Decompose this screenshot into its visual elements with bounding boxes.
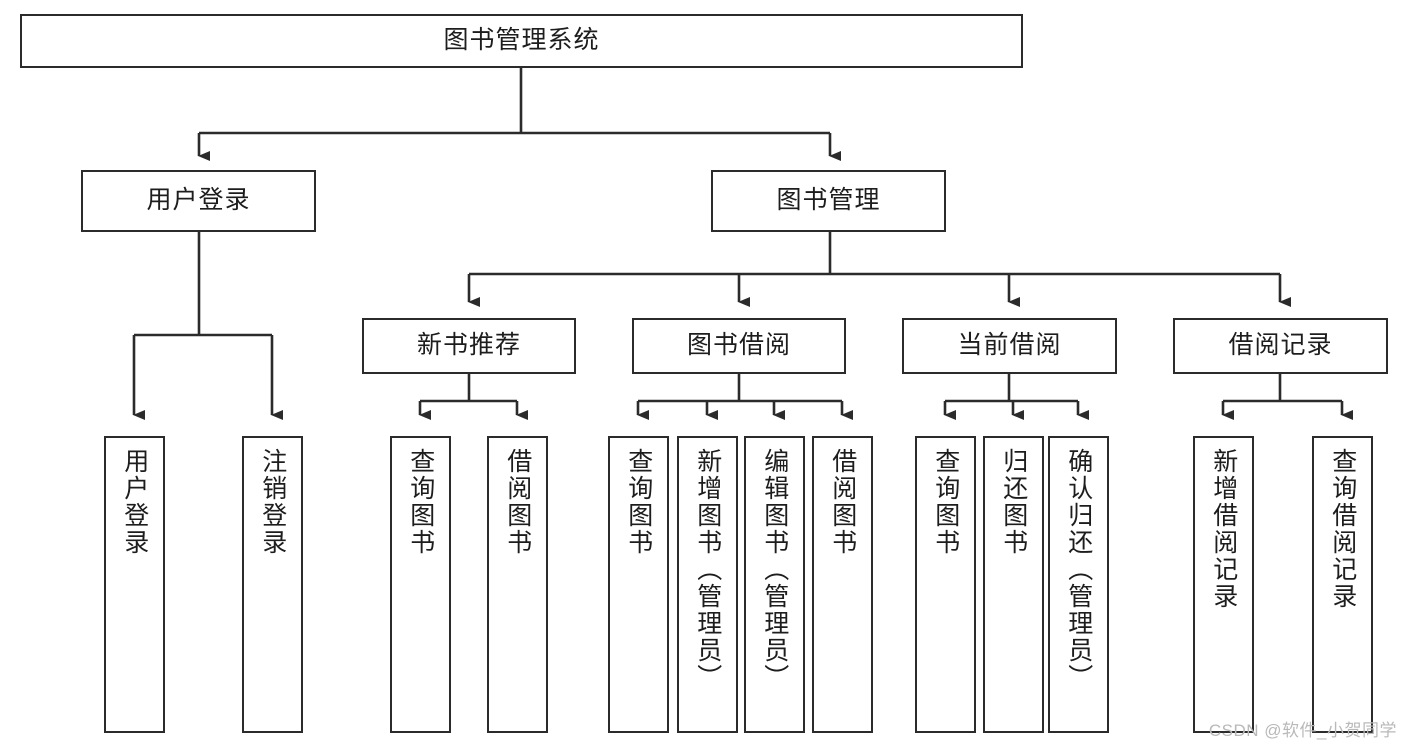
node-leaf-query-book-3[interactable]: 查询图书 <box>915 436 976 733</box>
node-leaf-edit-book-label: 编辑图书（管理员） <box>760 448 789 691</box>
node-book-management[interactable]: 图书管理 <box>711 170 946 232</box>
node-leaf-confirm-return-label: 确认归还（管理员） <box>1064 448 1093 691</box>
watermark: CSDN @软件_小贺同学 <box>1208 721 1397 740</box>
node-leaf-user-login-label: 用户登录 <box>120 448 149 556</box>
node-leaf-borrow-book-2[interactable]: 借阅图书 <box>812 436 873 733</box>
node-new-book-recommend[interactable]: 新书推荐 <box>362 318 576 374</box>
node-user-login[interactable]: 用户登录 <box>81 170 316 232</box>
node-leaf-add-record-label: 新增借阅记录 <box>1209 448 1238 610</box>
node-leaf-return-book-label: 归还图书 <box>999 448 1028 556</box>
node-leaf-return-book[interactable]: 归还图书 <box>983 436 1044 733</box>
node-leaf-borrow-book-1[interactable]: 借阅图书 <box>487 436 548 733</box>
node-leaf-query-book-1[interactable]: 查询图书 <box>390 436 451 733</box>
node-leaf-add-book-label: 新增图书（管理员） <box>693 448 722 691</box>
node-borrow-records-label: 借阅记录 <box>1228 331 1333 360</box>
node-leaf-borrow-book-2-label: 借阅图书 <box>828 448 857 556</box>
node-current-borrow-label: 当前借阅 <box>957 331 1062 360</box>
node-current-borrow[interactable]: 当前借阅 <box>902 318 1117 374</box>
node-leaf-user-login[interactable]: 用户登录 <box>104 436 165 733</box>
node-root-label: 图书管理系统 <box>443 26 600 55</box>
node-leaf-borrow-book-1-label: 借阅图书 <box>503 448 532 556</box>
node-book-management-label: 图书管理 <box>776 186 881 215</box>
node-leaf-confirm-return[interactable]: 确认归还（管理员） <box>1048 436 1109 733</box>
node-user-login-label: 用户登录 <box>146 186 251 215</box>
node-leaf-add-book[interactable]: 新增图书（管理员） <box>677 436 738 733</box>
node-leaf-edit-book[interactable]: 编辑图书（管理员） <box>744 436 805 733</box>
node-new-book-recommend-label: 新书推荐 <box>416 331 521 360</box>
node-root[interactable]: 图书管理系统 <box>20 14 1023 68</box>
node-leaf-add-record[interactable]: 新增借阅记录 <box>1193 436 1254 733</box>
node-borrow-records[interactable]: 借阅记录 <box>1173 318 1388 374</box>
node-leaf-query-book-1-label: 查询图书 <box>406 448 435 556</box>
node-leaf-query-book-2-label: 查询图书 <box>624 448 653 556</box>
node-leaf-query-book-2[interactable]: 查询图书 <box>608 436 669 733</box>
node-book-borrow[interactable]: 图书借阅 <box>632 318 846 374</box>
node-leaf-logout[interactable]: 注销登录 <box>242 436 303 733</box>
node-leaf-query-record[interactable]: 查询借阅记录 <box>1312 436 1373 733</box>
node-leaf-query-book-3-label: 查询图书 <box>931 448 960 556</box>
node-leaf-logout-label: 注销登录 <box>258 448 287 556</box>
node-book-borrow-label: 图书借阅 <box>686 331 791 360</box>
node-leaf-query-record-label: 查询借阅记录 <box>1328 448 1357 610</box>
